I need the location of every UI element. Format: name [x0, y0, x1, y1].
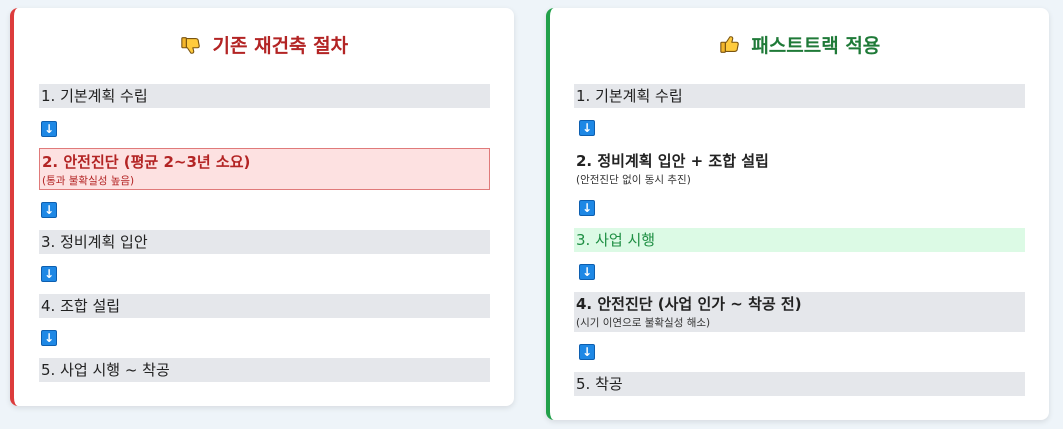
right-step-5: 5. 착공 — [574, 372, 1025, 396]
fast-track-process-title: 패스트트랙 적용 — [550, 34, 1049, 58]
conventional-process-title: 기존 재건축 절차 — [14, 34, 514, 58]
left-step-3: 3. 정비계획 입안 — [39, 230, 490, 254]
down-arrow-icon: ↓ — [579, 344, 595, 360]
right-step-2-concurrent: 2. 정비계획 입안 + 조합 설립 (안전진단 없이 동시 추진) — [576, 152, 769, 186]
down-arrow-icon: ↓ — [41, 266, 57, 282]
left-step-1: 1. 기본계획 수립 — [39, 84, 490, 108]
conventional-process-title-text: 기존 재건축 절차 — [212, 35, 349, 57]
right-step-4-safety-inspection: 4. 안전진단 (사업 인가 ~ 착공 전) (시기 이연으로 불확실성 해소) — [574, 292, 1025, 332]
fast-track-process-title-text: 패스트트랙 적용 — [751, 35, 881, 57]
down-arrow-icon: ↓ — [579, 264, 595, 280]
left-step-4: 4. 조합 설립 — [39, 294, 490, 318]
down-arrow-icon: ↓ — [579, 120, 595, 136]
fast-track-process-card: 패스트트랙 적용 1. 기본계획 수립 ↓ 2. 정비계획 입안 + 조합 설립… — [546, 8, 1049, 420]
conventional-process-card: 기존 재건축 절차 1. 기본계획 수립 ↓ 2. 안전진단 (평균 2~3년 … — [10, 8, 514, 406]
thumbs-up-icon — [719, 36, 739, 53]
down-arrow-icon: ↓ — [41, 121, 57, 137]
down-arrow-icon: ↓ — [41, 202, 57, 218]
down-arrow-icon: ↓ — [41, 330, 57, 346]
right-step-3-project-execution: 3. 사업 시행 — [574, 228, 1025, 252]
thumbs-down-icon — [181, 37, 200, 54]
down-arrow-icon: ↓ — [579, 200, 595, 216]
left-step-5: 5. 사업 시행 ~ 착공 — [39, 358, 490, 382]
right-step-1: 1. 기본계획 수립 — [574, 84, 1025, 108]
left-step-2-safety-inspection: 2. 안전진단 (평균 2~3년 소요) (통과 불확실성 높음) — [39, 148, 490, 190]
